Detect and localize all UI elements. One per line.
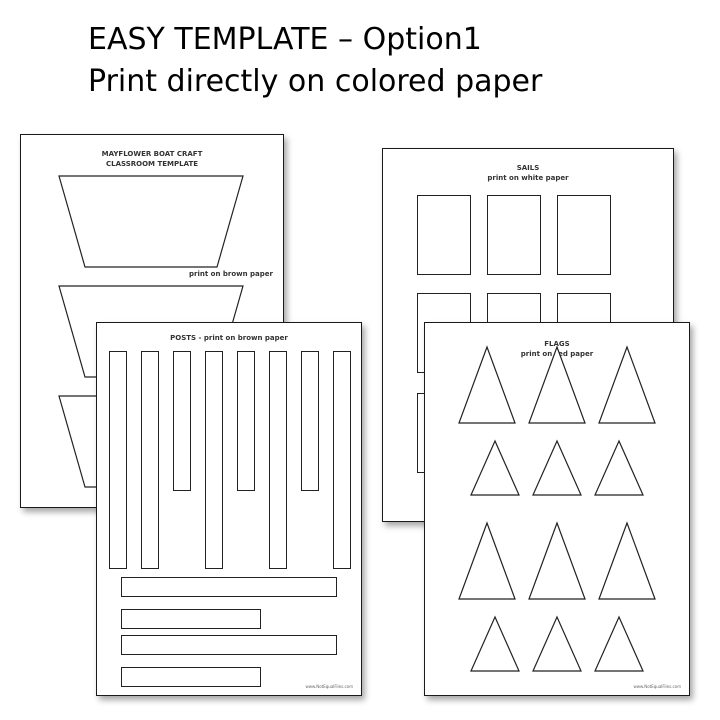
posts-sheet-title: POSTS - print on brown paper bbox=[170, 334, 288, 342]
flag-triangle bbox=[598, 345, 656, 424]
flag-triangle bbox=[532, 439, 582, 496]
flag-triangle bbox=[458, 521, 516, 600]
post-strip-horizontal bbox=[121, 635, 337, 655]
flag-triangle bbox=[528, 521, 586, 600]
post-strip-vertical bbox=[141, 351, 159, 569]
flags-sheet-title: FLAGS bbox=[544, 340, 570, 348]
post-strip-horizontal bbox=[121, 577, 337, 597]
page-subtitle: Print directly on colored paper bbox=[88, 64, 543, 99]
sail-rectangle bbox=[417, 195, 471, 275]
post-strip-horizontal bbox=[121, 667, 261, 687]
sail-rectangle bbox=[487, 195, 541, 275]
sails-sheet-title: SAILS bbox=[516, 164, 540, 172]
post-strip-vertical bbox=[269, 351, 287, 569]
page-title: EASY TEMPLATE – Option1 bbox=[88, 22, 482, 57]
flags-sheet-url: www.NotEqualFiles.com bbox=[633, 684, 681, 689]
post-strip-vertical bbox=[173, 351, 191, 491]
flag-triangles bbox=[458, 345, 656, 672]
flag-triangle bbox=[532, 615, 582, 672]
boat-sheet-title-line2: CLASSROOM TEMPLATE bbox=[105, 160, 199, 168]
sail-rectangle bbox=[557, 195, 611, 275]
boat-sheet-title-line1: MAYFLOWER BOAT CRAFT bbox=[101, 150, 203, 158]
posts-sheet-url: www.NotEqualFiles.com bbox=[305, 684, 353, 689]
flag-triangle bbox=[598, 521, 656, 600]
post-strip-vertical bbox=[333, 351, 351, 569]
post-strip-vertical bbox=[237, 351, 255, 491]
post-strip-horizontal bbox=[121, 609, 261, 629]
post-strip-vertical bbox=[205, 351, 223, 569]
flags-template-sheet: FLAGS print on red paper www.NotEqualFil… bbox=[424, 322, 690, 696]
posts-template-sheet: POSTS - print on brown paper www.NotEqua… bbox=[96, 322, 362, 696]
boat-sheet-print-note: print on brown paper bbox=[189, 270, 273, 278]
post-strip-vertical bbox=[109, 351, 127, 569]
flag-triangle bbox=[458, 345, 516, 424]
flag-triangle bbox=[528, 345, 586, 424]
boat-hull-piece bbox=[58, 175, 244, 268]
flag-triangle bbox=[594, 615, 644, 672]
flag-triangle bbox=[594, 439, 644, 496]
flag-triangle bbox=[470, 439, 520, 496]
sails-sheet-print-note: print on white paper bbox=[487, 174, 569, 182]
post-strip-vertical bbox=[301, 351, 319, 491]
flag-triangle bbox=[470, 615, 520, 672]
